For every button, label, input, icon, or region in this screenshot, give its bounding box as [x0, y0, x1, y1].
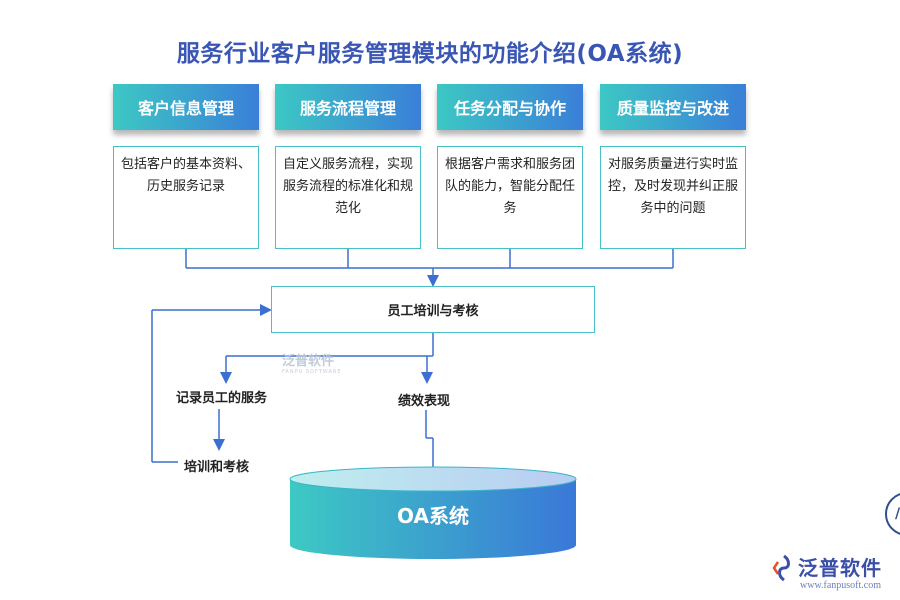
module-desc-service-process: 自定义服务流程，实现服务流程的标准化和规范化	[275, 146, 421, 249]
module-desc-quality: 对服务质量进行实时监控，及时发现并纠正服务中的问题	[600, 146, 746, 249]
training-assessment-box: 员工培训与考核	[271, 286, 595, 333]
watermark-sub: FANPU SOFTWARE	[282, 369, 342, 375]
training-exam-label: 培训和考核	[184, 460, 250, 475]
logo-icon	[772, 554, 790, 582]
module-header-customer-info: 客户信息管理	[113, 84, 259, 130]
oa-system-label: OA系统	[397, 504, 469, 528]
side-badge[interactable]: /	[885, 492, 900, 536]
performance-label: 绩效表现	[398, 394, 451, 409]
module-desc-customer-info: 包括客户的基本资料、历史服务记录	[113, 146, 259, 249]
watermark-name: 泛普软件	[282, 354, 335, 369]
record-service-label: 记录员工的服务	[176, 391, 268, 406]
logo-url: www.fanpusoft.com	[800, 580, 882, 591]
oa-database-cylinder	[289, 466, 577, 559]
diagram-title: 服务行业客户服务管理模块的功能介绍(OA系统)	[176, 41, 684, 67]
watermark: 泛普软件 FANPU SOFTWARE	[282, 350, 342, 375]
brand-logo: 泛普软件 www.fanpusoft.com	[770, 552, 900, 600]
logo-name: 泛普软件	[798, 556, 882, 580]
module-header-service-process: 服务流程管理	[275, 84, 421, 130]
module-header-task-assign: 任务分配与协作	[437, 84, 583, 130]
module-header-quality: 质量监控与改进	[600, 84, 746, 130]
module-desc-task-assign: 根据客户需求和服务团队的能力，智能分配任务	[437, 146, 583, 249]
